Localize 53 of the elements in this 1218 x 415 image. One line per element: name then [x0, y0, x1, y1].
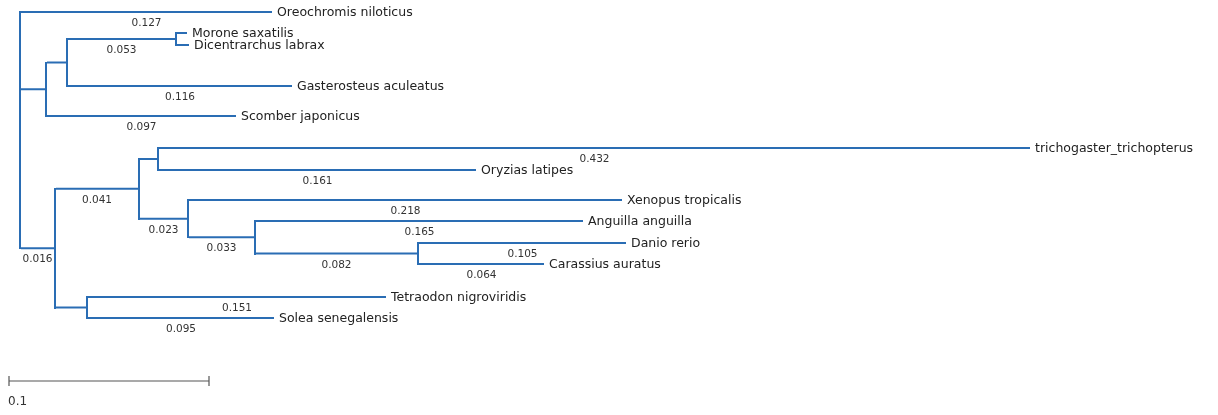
branch-line — [67, 38, 176, 40]
branch-length-label: 0.432 — [579, 152, 610, 165]
branch-line — [176, 32, 188, 34]
species-label: Xenopus tropicalis — [622, 191, 742, 209]
species-label: Oryzias latipes — [476, 161, 574, 179]
branch-length-label: 0.116 — [164, 90, 196, 103]
branch-line — [46, 61, 67, 64]
species-label: Danio rerio — [626, 234, 701, 252]
scale-label: 0.1 — [8, 395, 28, 408]
branch-line — [20, 11, 273, 13]
branch-length-label: 0.151 — [221, 301, 253, 314]
branch-length-label: 0.097 — [126, 120, 157, 133]
branch-line — [188, 199, 623, 201]
branch-length-label: 0.165 — [404, 225, 435, 238]
branch-line — [20, 247, 55, 250]
branch-length-label: 0.218 — [390, 204, 421, 217]
branch-line — [87, 296, 387, 298]
branch-line — [139, 217, 188, 220]
branch-length-label: 0.016 — [22, 252, 53, 266]
species-label: Carassius auratus — [544, 255, 661, 273]
branch-line — [176, 44, 190, 46]
branch-length-label: 0.095 — [165, 322, 197, 335]
branch-length-label: 0.161 — [302, 174, 333, 187]
branch-length-label: 0.041 — [81, 192, 113, 206]
branch-line — [158, 147, 1031, 149]
branch-line — [255, 252, 418, 255]
branch-line — [55, 306, 87, 309]
branch-line — [87, 317, 275, 319]
branch-line — [20, 88, 46, 91]
branch-line — [55, 187, 139, 190]
branch-length-label: 0.127 — [131, 16, 162, 29]
branch-line — [139, 158, 158, 160]
branch-line — [67, 85, 293, 87]
branch-length-label: 0.033 — [206, 241, 237, 255]
species-label: trichogaster_trichopterus — [1030, 139, 1194, 157]
branch-length-label: 0.064 — [466, 268, 497, 281]
branch-length-label: 0.053 — [106, 43, 137, 56]
species-label: Oreochromis niloticus — [272, 3, 413, 21]
branch-line — [418, 242, 627, 244]
branch-line — [46, 115, 237, 117]
branch-line — [418, 263, 545, 265]
species-label: Tetraodon nigroviridis — [386, 288, 527, 306]
species-label: Scomber japonicus — [236, 107, 360, 125]
branch-line — [158, 169, 477, 171]
branch-line — [188, 236, 255, 239]
branch-length-label: 0.105 — [507, 247, 538, 260]
species-label: Gasterosteus aculeatus — [292, 77, 445, 95]
branch-length-label: 0.023 — [148, 222, 179, 236]
species-label: Dicentrarchus labrax — [189, 36, 325, 54]
species-label: Solea senegalensis — [274, 309, 399, 327]
branch-length-label: 0.082 — [321, 257, 352, 271]
species-label: Anguilla anguilla — [583, 212, 692, 230]
branch-line — [255, 220, 584, 222]
